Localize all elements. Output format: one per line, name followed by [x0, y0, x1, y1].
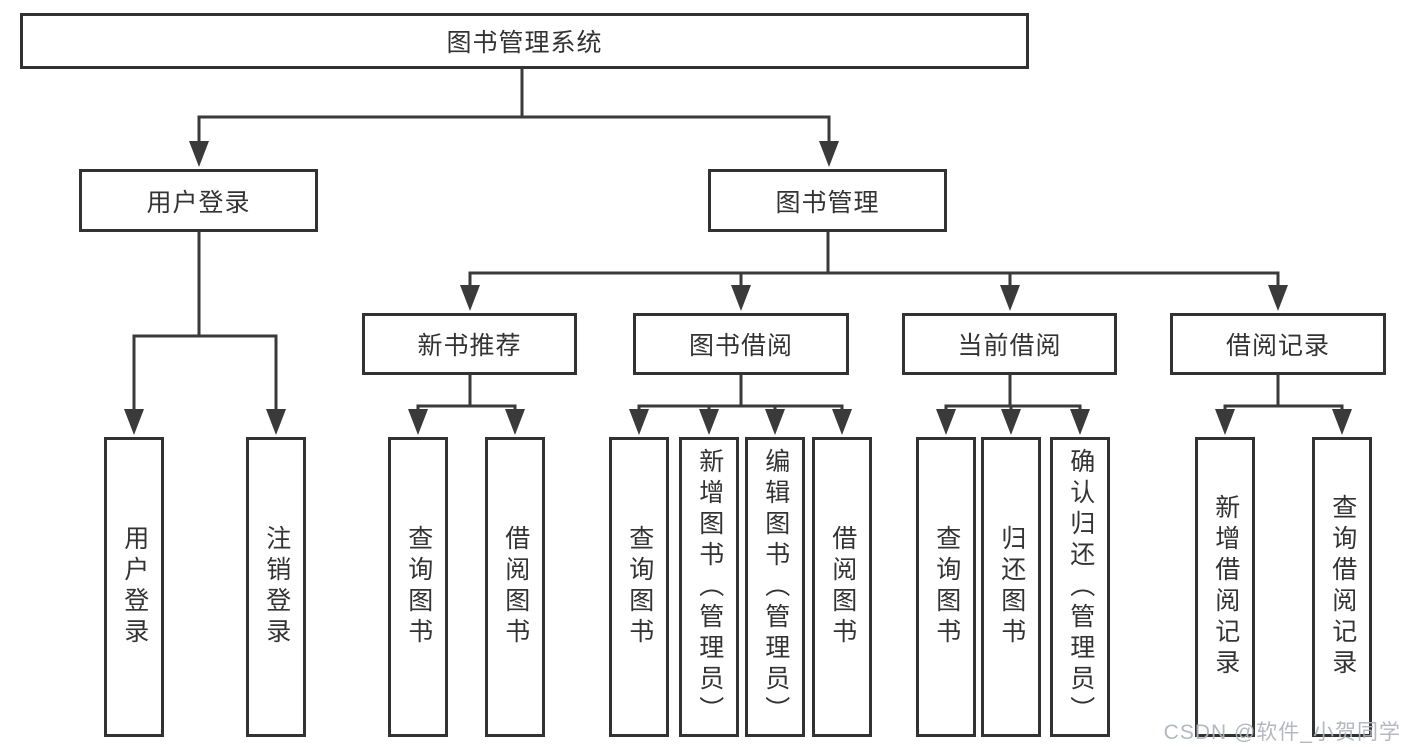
node-new-book-recommend: 新书推荐 [362, 313, 577, 375]
leaf-query-book-recommend-label: 查询图书 [404, 525, 433, 649]
leaf-borrow-book-recommend-label: 借阅图书 [501, 525, 530, 649]
leaf-user-login: 用户登录 [104, 437, 164, 737]
leaf-query-borrow-record: 查询借阅记录 [1312, 437, 1372, 737]
leaf-add-borrow-record-label: 新增借阅记录 [1211, 494, 1240, 680]
leaf-query-book-recommend: 查询图书 [388, 437, 448, 737]
leaf-logout-label: 注销登录 [262, 525, 291, 649]
leaf-borrow-book: 借阅图书 [812, 437, 872, 737]
leaf-add-book-admin-label: 新增图书（管理员） [695, 447, 724, 727]
leaf-query-book-current-label: 查询图书 [932, 525, 961, 649]
leaf-query-borrow-record-label: 查询借阅记录 [1328, 494, 1357, 680]
leaf-edit-book-admin-label: 编辑图书（管理员） [761, 447, 790, 727]
node-current-borrow: 当前借阅 [902, 313, 1117, 375]
node-book-borrow: 图书借阅 [633, 313, 849, 375]
leaf-borrow-book-label: 借阅图书 [828, 525, 857, 649]
leaf-confirm-return-admin-label: 确认归还（管理员） [1066, 447, 1095, 727]
leaf-query-book-current: 查询图书 [916, 437, 976, 737]
node-user-login: 用户登录 [79, 169, 318, 232]
leaf-borrow-book-recommend: 借阅图书 [485, 437, 545, 737]
leaf-edit-book-admin: 编辑图书（管理员） [745, 437, 805, 737]
leaf-add-book-admin: 新增图书（管理员） [679, 437, 739, 737]
leaf-user-login-label: 用户登录 [120, 525, 149, 649]
leaf-return-book: 归还图书 [981, 437, 1041, 737]
leaf-query-book-borrow: 查询图书 [609, 437, 669, 737]
node-book-management: 图书管理 [708, 169, 947, 232]
leaf-confirm-return-admin: 确认归还（管理员） [1050, 437, 1110, 737]
node-root: 图书管理系统 [20, 13, 1029, 69]
leaf-return-book-label: 归还图书 [997, 525, 1026, 649]
leaf-add-borrow-record: 新增借阅记录 [1195, 437, 1255, 737]
leaf-query-book-borrow-label: 查询图书 [625, 525, 654, 649]
csdn-watermark: CSDN @软件_小贺同学 [1163, 721, 1401, 744]
node-borrow-records: 借阅记录 [1170, 313, 1386, 375]
leaf-logout: 注销登录 [246, 437, 306, 737]
